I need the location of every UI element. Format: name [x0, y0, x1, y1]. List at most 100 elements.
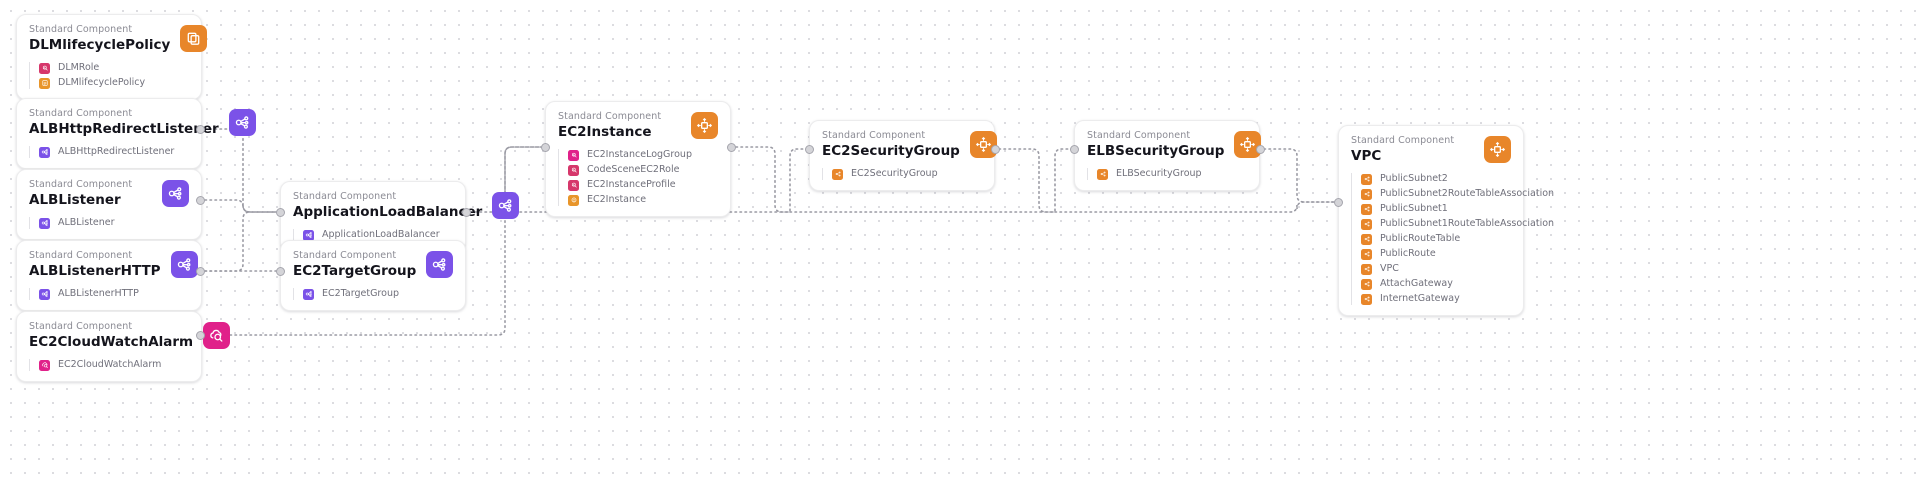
node-kind-label: Standard Component: [29, 321, 133, 332]
node-title: EC2CloudWatchAlarm: [29, 334, 194, 350]
port-alb-listener-http-out[interactable]: [195, 266, 205, 276]
node-child-item[interactable]: EC2TargetGroup: [303, 288, 453, 300]
node-children: EC2TargetGroup: [293, 288, 453, 300]
node-child-item[interactable]: DLMlifecyclePolicy: [39, 77, 189, 89]
resize-arrows-icon: [1234, 131, 1262, 158]
node-child-item[interactable]: InternetGateway: [1361, 293, 1511, 305]
node-title: EC2SecurityGroup: [822, 143, 960, 159]
node-kind-label: Standard Component: [293, 250, 397, 261]
node-kind-label: Standard Component: [29, 250, 133, 261]
edge-ec2-security-group-to-elb-security-group: [998, 148, 1071, 213]
vpc-resource-icon: [1361, 173, 1372, 185]
load-balancer-icon: [39, 288, 50, 300]
node-child-item[interactable]: PublicRouteTable: [1361, 233, 1511, 245]
node-child-item[interactable]: ALBListener: [39, 217, 189, 229]
port-elb-security-group-out[interactable]: [1255, 144, 1265, 154]
load-balancer-icon: [492, 192, 520, 219]
node-child-label: EC2Instance: [587, 194, 647, 205]
node-child-item[interactable]: ALBListenerHTTP: [39, 288, 189, 300]
node-child-label: DLMRole: [58, 62, 100, 73]
port-application-load-balancer-in[interactable]: [275, 207, 285, 217]
node-child-item[interactable]: PublicSubnet1RouteTableAssociation: [1361, 218, 1554, 230]
node-child-item[interactable]: EC2CloudWatchAlarm: [39, 359, 189, 371]
node-child-item[interactable]: ApplicationLoadBalancer: [303, 229, 453, 241]
node-child-item[interactable]: PublicSubnet2RouteTableAssociation: [1361, 188, 1554, 200]
node-child-label: EC2CloudWatchAlarm: [58, 359, 162, 370]
node-kind-label: Standard Component: [293, 191, 397, 202]
node-kind-label: Standard Component: [29, 24, 133, 35]
node-child-label: ALBListener: [58, 217, 115, 228]
node-child-label: ELBSecurityGroup: [1116, 168, 1202, 179]
node-child-label: EC2SecurityGroup: [851, 168, 938, 179]
port-vpc-in[interactable]: [1333, 197, 1343, 207]
port-ec2-instance-in[interactable]: [540, 142, 550, 152]
port-alb-listener-out[interactable]: [195, 195, 205, 205]
node-title: ALBHttpRedirectListener: [29, 121, 219, 137]
port-ec2-security-group-out[interactable]: [990, 144, 1000, 154]
node-children: ALBListenerHTTP: [29, 288, 189, 300]
node-kind-label: Standard Component: [558, 111, 662, 122]
node-title: ELBSecurityGroup: [1087, 143, 1225, 159]
node-title: ALBListenerHTTP: [29, 263, 161, 279]
node-child-item[interactable]: PublicSubnet1: [1361, 203, 1511, 215]
copy-stack-icon: [180, 25, 208, 52]
vpc-resource-icon: [1361, 203, 1372, 215]
port-ec2-target-group-in[interactable]: [275, 266, 285, 276]
vpc-resource-icon: [1361, 188, 1372, 200]
node-child-item[interactable]: VPC: [1361, 263, 1511, 275]
load-balancer-icon: [303, 288, 314, 300]
vpc-resource-icon: [1361, 218, 1372, 230]
port-ec2-security-group-in[interactable]: [804, 144, 814, 154]
node-child-item[interactable]: PublicRoute: [1361, 248, 1511, 260]
cloudwatch-logs-icon: [568, 149, 579, 161]
ec2-instance-icon: [568, 194, 579, 206]
node-child-label: PublicSubnet1: [1380, 203, 1448, 214]
node-child-item[interactable]: CodeSceneEC2Role: [568, 164, 718, 176]
port-elb-security-group-in[interactable]: [1069, 144, 1079, 154]
node-child-item[interactable]: ELBSecurityGroup: [1097, 168, 1247, 180]
node-child-item[interactable]: ALBHttpRedirectListener: [39, 146, 189, 158]
node-kind-label: Standard Component: [29, 108, 133, 119]
node-child-label: EC2TargetGroup: [322, 288, 399, 299]
port-ec2-cloudwatch-alarm-out[interactable]: [195, 330, 205, 340]
port-alb-http-redirect-listener-out[interactable]: [195, 124, 205, 134]
node-child-item[interactable]: AttachGateway: [1361, 278, 1511, 290]
node-child-item[interactable]: EC2InstanceLogGroup: [568, 149, 718, 161]
edge-right-bus: [1054, 201, 1335, 213]
node-kind-label: Standard Component: [1087, 130, 1191, 141]
vpc-resource-icon: [1361, 263, 1372, 275]
iam-role-icon: [568, 179, 579, 191]
node-child-label: PublicSubnet2: [1380, 173, 1448, 184]
node-child-label: PublicSubnet2RouteTableAssociation: [1380, 188, 1555, 199]
node-child-item[interactable]: EC2InstanceProfile: [568, 179, 718, 191]
node-child-item[interactable]: EC2SecurityGroup: [832, 168, 982, 180]
node-child-item[interactable]: DLMRole: [39, 62, 189, 74]
node-child-item[interactable]: EC2Instance: [568, 194, 718, 206]
port-ec2-instance-out[interactable]: [726, 142, 736, 152]
port-application-load-balancer-out[interactable]: [461, 207, 471, 217]
node-child-item[interactable]: PublicSubnet2: [1361, 173, 1511, 185]
node-children: ApplicationLoadBalancer: [293, 229, 453, 241]
security-group-icon: [832, 168, 843, 180]
